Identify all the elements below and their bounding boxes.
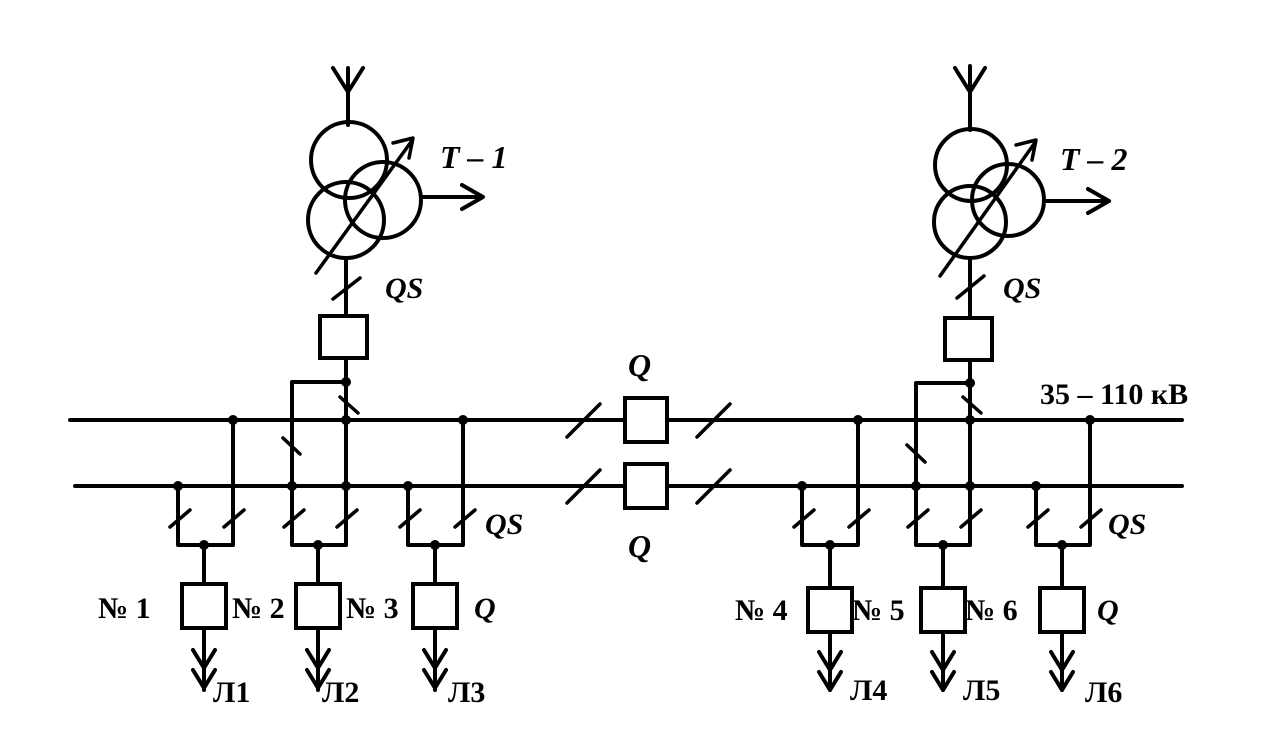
feeder-2-line: Л2 — [322, 676, 359, 709]
bus-tie-breaker-bottom — [565, 462, 732, 510]
feeder-5 — [906, 418, 983, 692]
transformer-t2-qs-label: QS — [1003, 272, 1041, 305]
feeder-4-line: Л4 — [850, 674, 887, 707]
feeder-6-number: № 6 — [965, 594, 1018, 627]
feeder-1-line: Л1 — [213, 676, 250, 709]
transformer-t1-qs-label: QS — [385, 272, 423, 305]
feeder-4 — [792, 415, 871, 692]
feeder-2-number: № 2 — [232, 592, 285, 625]
feeder-3-number: № 3 — [346, 592, 399, 625]
feeder-1-number: № 1 — [98, 592, 151, 625]
feeder-3-line: Л3 — [448, 676, 485, 709]
transformer-t1-label: T – 1 — [440, 139, 508, 175]
feeder-6 — [1026, 415, 1103, 692]
bus-tie-breaker-top — [565, 396, 732, 444]
bus-tie-breaker-bottom-label: Q — [628, 528, 651, 564]
feeder-6-line: Л6 — [1085, 676, 1122, 709]
feeder-2 — [282, 418, 359, 692]
left-group-qs-label: QS — [485, 508, 523, 541]
transformer-t2 — [932, 64, 1111, 422]
voltage-level-label: 35 – 110 кВ — [1040, 378, 1188, 411]
bus-tie-breaker-top-label: Q — [628, 347, 651, 383]
right-group-q-label: Q — [1097, 594, 1119, 627]
transformer-t1 — [306, 66, 485, 422]
feeder-3 — [398, 415, 477, 692]
feeder-5-number: № 5 — [852, 594, 905, 627]
left-group-q-label: Q — [474, 592, 496, 625]
feeder-1 — [168, 415, 246, 692]
feeder-4-number: № 4 — [735, 594, 788, 627]
transformer-t2-label: T – 2 — [1060, 141, 1128, 177]
right-group-qs-label: QS — [1108, 508, 1146, 541]
feeder-5-line: Л5 — [963, 674, 1000, 707]
